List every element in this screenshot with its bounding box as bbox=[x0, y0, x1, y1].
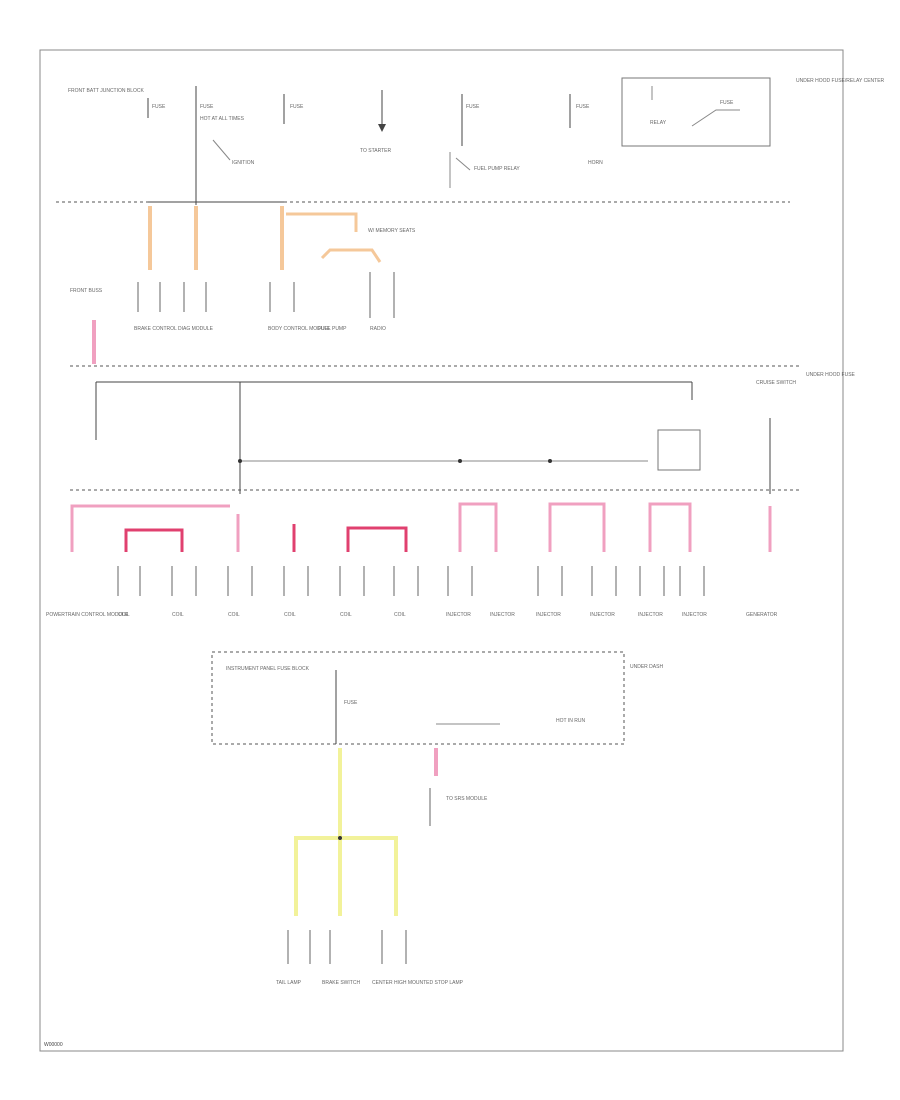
comp-brake-control: BRAKE CONTROL bbox=[134, 326, 177, 332]
row-3: CRUISE SWITCH UNDER HOOD FUSE bbox=[95, 372, 856, 494]
note-fuel-pump-relay: FUEL PUMP RELAY bbox=[474, 166, 520, 172]
connector-note: TO SRS MODULE bbox=[446, 796, 488, 802]
comp-injector-2: INJECTOR bbox=[490, 612, 515, 618]
orange-wire-1 bbox=[148, 206, 152, 270]
comp-coil-2: COIL bbox=[172, 612, 184, 618]
note-to-starter: TO STARTER bbox=[360, 148, 392, 154]
figure-code: W00000 bbox=[44, 1042, 63, 1048]
pink-wire-pcm bbox=[70, 504, 230, 552]
comp-injector-4: INJECTOR bbox=[590, 612, 615, 618]
yellow-wire-branch bbox=[294, 836, 398, 916]
comp-coil-1: COIL bbox=[118, 612, 130, 618]
comp-coil-4: COIL bbox=[284, 612, 296, 618]
top-right-label: UNDER HOOD FUSE/RELAY CENTER bbox=[796, 78, 885, 84]
pink-wire-inj-2 bbox=[548, 502, 606, 552]
fuse-block-right: HOT IN RUN bbox=[556, 718, 585, 724]
comp-injector-1: INJECTOR bbox=[446, 612, 471, 618]
comp-coil-3: COIL bbox=[228, 612, 240, 618]
pink-wire-inj-3 bbox=[648, 502, 692, 552]
comp-brake-switch: BRAKE SWITCH bbox=[322, 980, 360, 986]
note-ignition: IGNITION bbox=[232, 160, 255, 166]
comp-generator: GENERATOR bbox=[746, 612, 778, 618]
yellow-wire-trunk bbox=[338, 748, 342, 840]
top-left-label: FRONT BATT JUNCTION BLOCK bbox=[68, 88, 145, 94]
fuse-6-label: FUSE bbox=[720, 100, 734, 106]
comp-injector-5: INJECTOR bbox=[638, 612, 663, 618]
fuse-block-side: UNDER DASH bbox=[630, 664, 663, 670]
comp-coil-5: COIL bbox=[340, 612, 352, 618]
diagram-frame bbox=[39, 49, 844, 1052]
red-wire-coil-1 bbox=[124, 528, 184, 552]
fuse-4-label: FUSE bbox=[466, 104, 480, 110]
note-horn: HORN bbox=[588, 160, 603, 166]
comp-diag-module: DIAG MODULE bbox=[178, 326, 214, 332]
bottom-row: TAIL LAMP BRAKE SWITCH CENTER HIGH MOUNT… bbox=[276, 748, 464, 986]
fuse-block-outline bbox=[211, 651, 625, 745]
fuse-1-label: FUSE bbox=[152, 104, 166, 110]
fuse-block-center: FUSE bbox=[344, 700, 358, 706]
note-hot-at-all-times: HOT AT ALL TIMES bbox=[200, 116, 245, 122]
orange-wire-2 bbox=[194, 206, 198, 270]
red-wire-coil-3 bbox=[346, 526, 408, 552]
comp-fuel-pump: FUEL PUMP bbox=[318, 326, 347, 332]
fuse-2-label: FUSE bbox=[200, 104, 214, 110]
comp-injector-6: INJECTOR bbox=[682, 612, 707, 618]
comp-body-control: BODY CONTROL MODULE bbox=[268, 326, 331, 332]
comp-pcm: POWERTRAIN CONTROL MODULE bbox=[46, 612, 129, 618]
note-memory-seats: W/ MEMORY SEATS bbox=[368, 228, 416, 234]
row2-left-label: FRONT BUSS bbox=[70, 288, 103, 294]
row3-far-right-label: UNDER HOOD FUSE bbox=[806, 372, 856, 378]
fuse-5-label: FUSE bbox=[576, 104, 590, 110]
fuse-3-label: FUSE bbox=[290, 104, 304, 110]
note-relay: RELAY bbox=[650, 120, 667, 126]
orange-wire-3 bbox=[280, 206, 284, 270]
comp-coil-6: COIL bbox=[394, 612, 406, 618]
row-4: POWERTRAIN CONTROL MODULE COIL COIL COIL… bbox=[46, 502, 778, 618]
row-2: W/ MEMORY SEATS BRAKE CONTROL DIAG MODUL… bbox=[70, 201, 416, 364]
comp-injector-3: INJECTOR bbox=[536, 612, 561, 618]
pink-wire-inj-1 bbox=[458, 502, 498, 552]
comp-chmsl: CENTER HIGH MOUNTED STOP LAMP bbox=[372, 980, 464, 986]
fuse-block-title: INSTRUMENT PANEL FUSE BLOCK bbox=[226, 666, 310, 672]
top-row: FRONT BATT JUNCTION BLOCK FUSE FUSE HOT … bbox=[68, 77, 885, 205]
comp-tail-lamp: TAIL LAMP bbox=[276, 980, 302, 986]
lower-fuse-block: INSTRUMENT PANEL FUSE BLOCK FUSE HOT IN … bbox=[211, 651, 663, 826]
comp-radio: RADIO bbox=[370, 326, 386, 332]
row3-right-label: CRUISE SWITCH bbox=[756, 380, 796, 386]
